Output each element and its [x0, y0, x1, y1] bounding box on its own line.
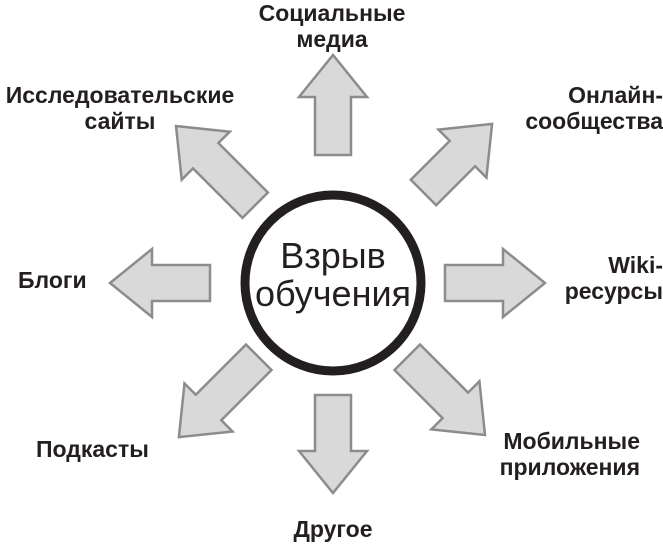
label-online-communities: Онлайн- сообщества	[520, 82, 663, 134]
arrow-research-sites	[174, 124, 270, 220]
label-social-media-line1: Социальные	[258, 0, 406, 26]
label-wiki-line1: Wiki-	[608, 252, 663, 278]
label-mobile-apps-line1: Мобильные	[503, 428, 640, 454]
arrow-blogs	[108, 246, 212, 320]
arrow-podcasts	[177, 342, 274, 439]
label-online-communities-line1: Онлайн-	[568, 82, 663, 108]
label-research-sites-line2: сайты	[84, 108, 156, 134]
center-circle	[240, 190, 426, 376]
label-wiki: Wiki- ресурсы	[540, 252, 663, 304]
label-blogs: Блоги	[18, 267, 118, 293]
label-podcasts: Подкасты	[36, 436, 166, 462]
label-social-media-line2: медиа	[296, 26, 368, 52]
arrows-group	[108, 53, 547, 495]
center-label-line2: обучения	[254, 273, 412, 314]
label-research-sites: Исследовательские сайты	[0, 82, 240, 134]
label-blogs-line1: Блоги	[18, 267, 87, 293]
label-online-communities-line2: сообщества	[525, 108, 663, 134]
center-label-line1: Взрыв	[280, 235, 386, 276]
arrow-other	[296, 393, 370, 495]
label-wiki-line2: ресурсы	[564, 278, 663, 304]
label-social-media: Социальные медиа	[222, 0, 442, 52]
label-other-line1: Другое	[293, 516, 373, 542]
label-other: Другое	[253, 516, 413, 542]
arrow-wiki	[443, 246, 547, 320]
center-label: Взрыв обучения	[233, 237, 433, 313]
arrow-online-communities	[409, 122, 494, 207]
label-podcasts-line1: Подкасты	[36, 436, 149, 462]
label-mobile-apps: Мобильные приложения	[480, 428, 640, 480]
arrow-mobile-apps	[392, 342, 487, 437]
label-mobile-apps-line2: приложения	[499, 454, 640, 480]
arrow-social-media	[296, 53, 370, 157]
label-research-sites-line1: Исследовательские	[5, 82, 235, 108]
